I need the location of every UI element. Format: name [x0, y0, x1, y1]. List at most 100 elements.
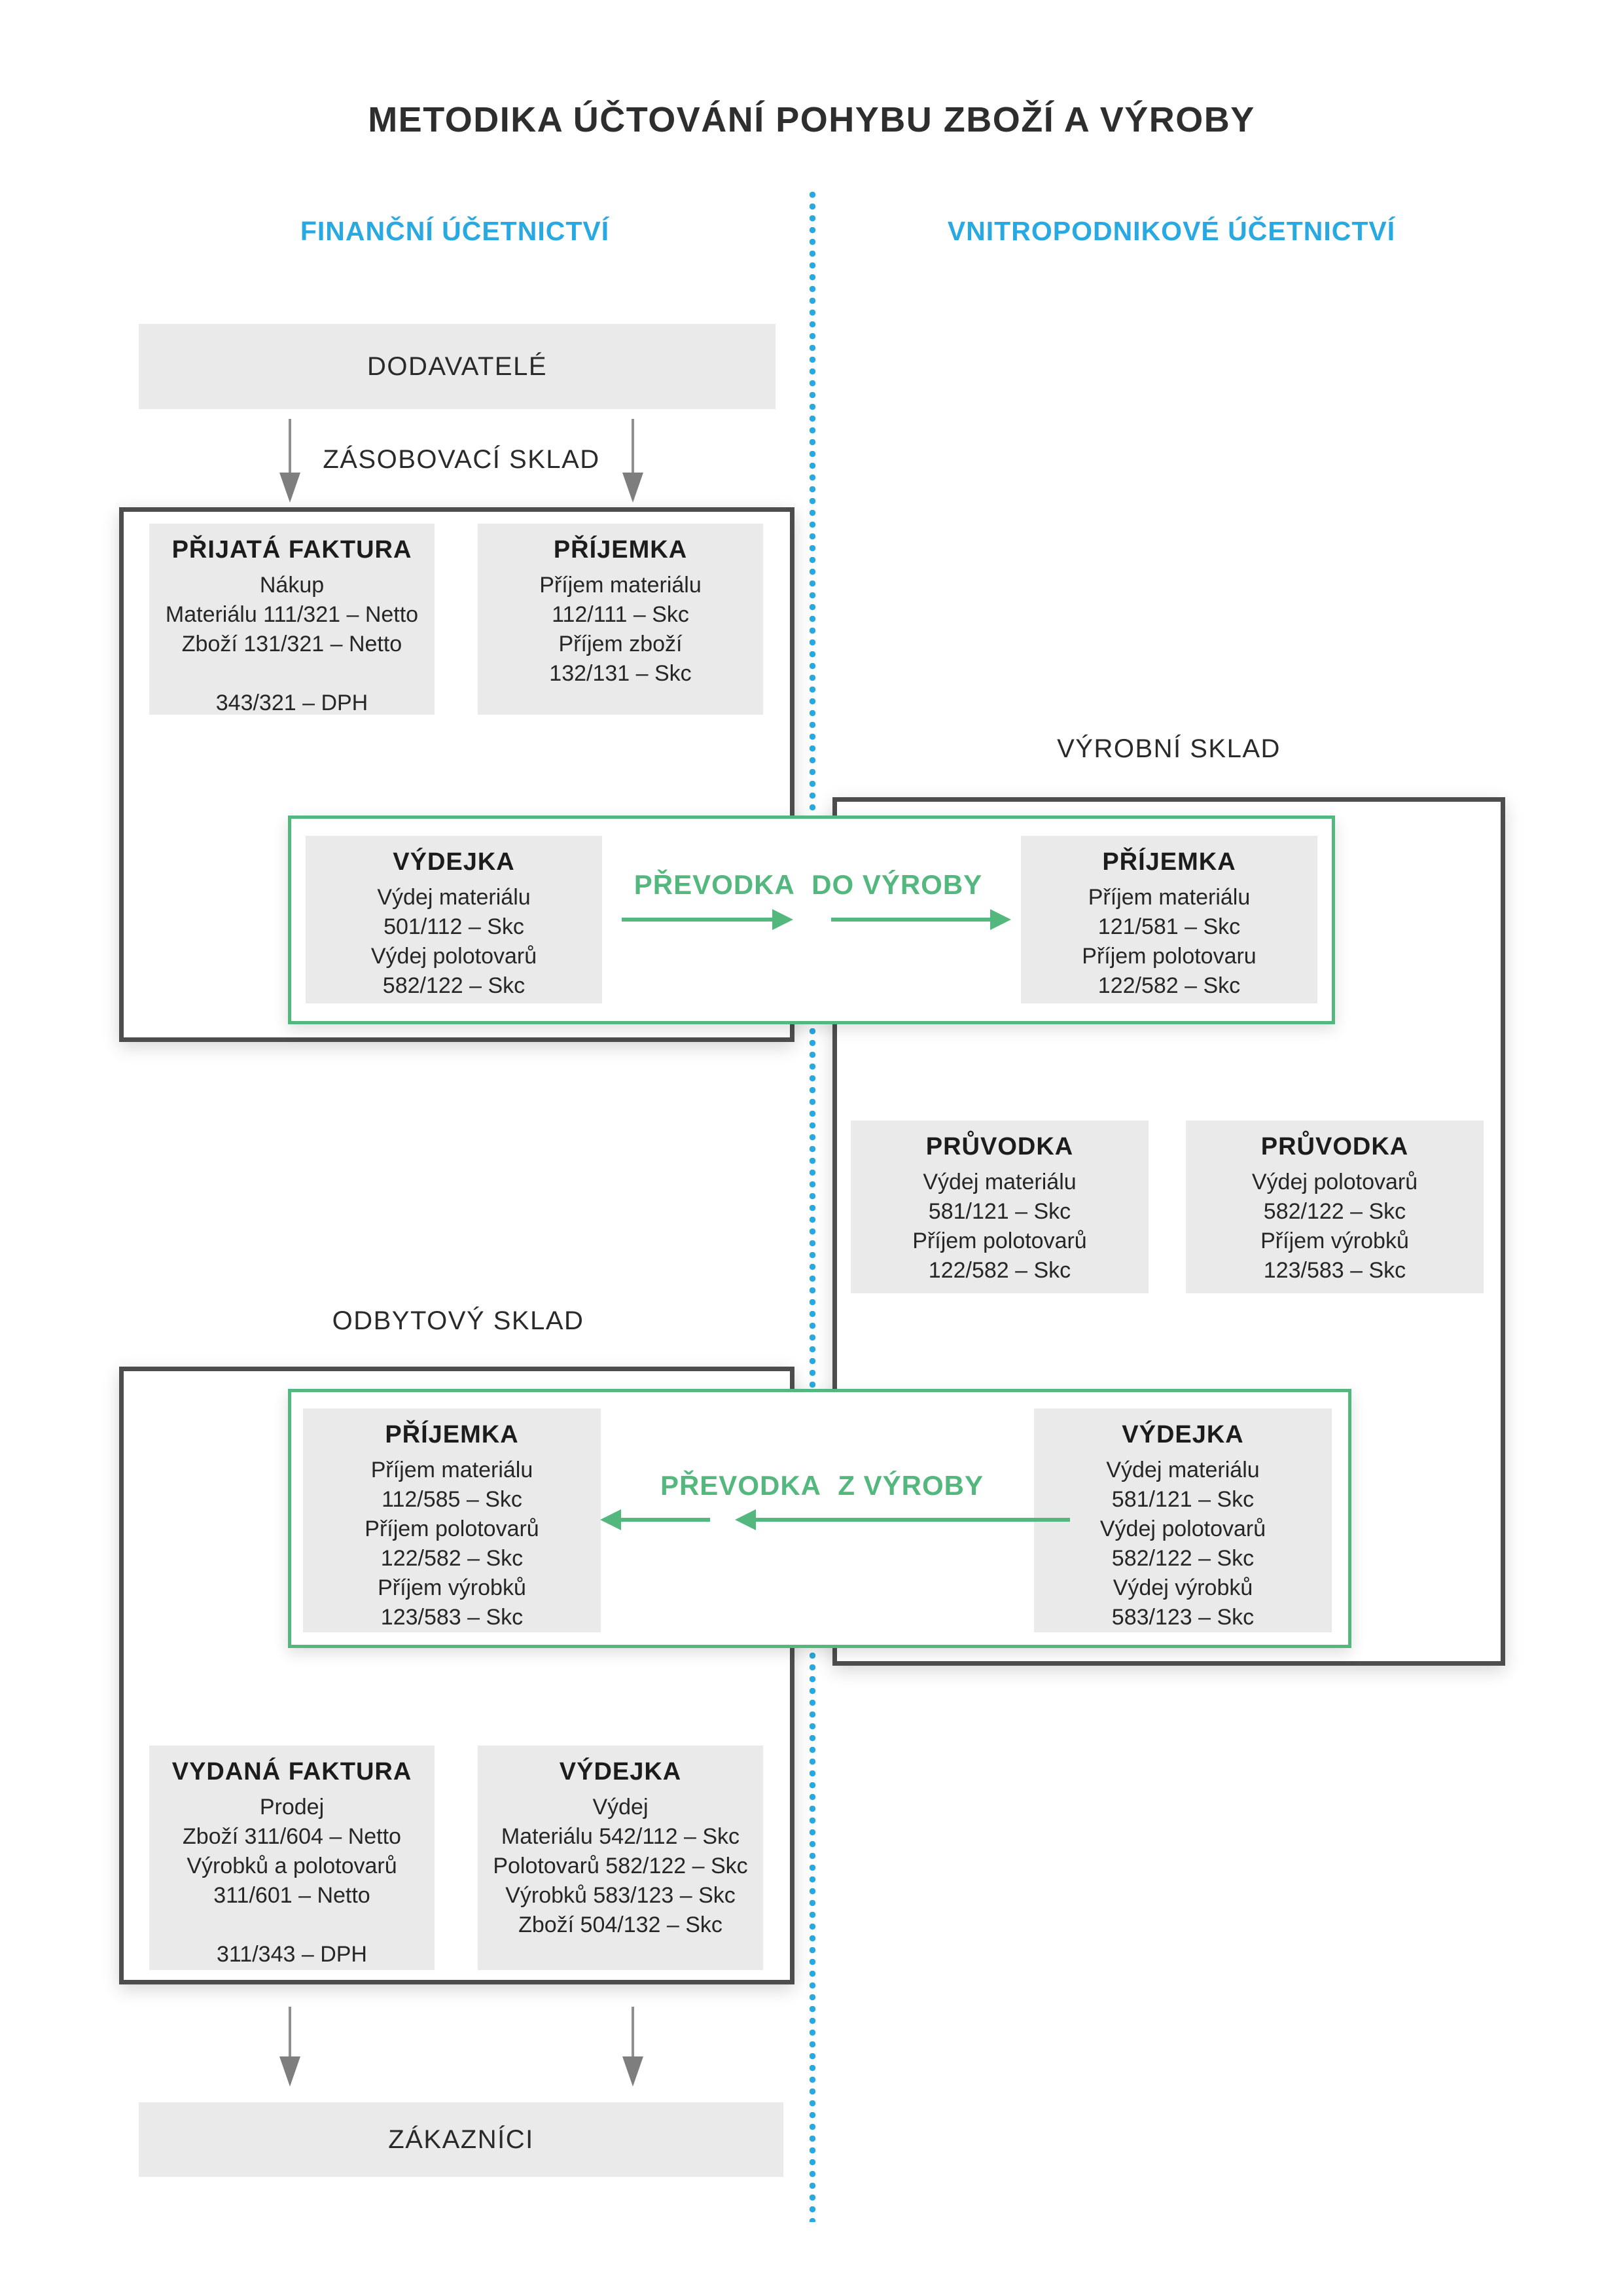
vydejka-z-vyroby-card: VÝDEJKA Výdej materiálu 581/121 – Skc Vý… — [1034, 1408, 1332, 1632]
card-line: 122/582 – Skc — [380, 1546, 524, 1571]
card-line: Materiálu 111/321 – Netto — [165, 602, 419, 627]
card-line: 132/131 – Skc — [549, 661, 692, 686]
odbytovy-sklad-container — [119, 1367, 794, 1984]
down-arrow-icon — [622, 2007, 643, 2087]
card-title: VÝDEJKA — [1122, 1421, 1244, 1448]
prijemka-vyrobni-card: PŘÍJEMKA Příjem materiálu 121/581 – Skc … — [1021, 836, 1317, 1003]
vydana-faktura-card: VYDANÁ FAKTURA Prodej Zboží 311/604 – Ne… — [149, 1746, 435, 1970]
card-line: 582/122 – Skc — [1263, 1199, 1406, 1224]
card-line: Nákup — [259, 573, 325, 598]
arrow-head — [990, 909, 1011, 930]
card-line: Prodej — [259, 1795, 325, 1820]
card-title: PŘÍJEMKA — [553, 536, 688, 564]
card-line — [149, 659, 435, 689]
card-line: 581/121 – Skc — [1111, 1487, 1255, 1512]
card-line: Příjem materiálu — [539, 573, 702, 598]
dodavatele-node: DODAVATELÉ — [139, 324, 776, 409]
vydejka-prodej-card: VÝDEJKA Výdej Materiálu 542/112 – Skc Po… — [478, 1746, 763, 1970]
pruvodka-material-card: PRŮVODKA Výdej materiálu 581/121 – Skc P… — [851, 1121, 1149, 1293]
card-line: 121/581 – Skc — [1097, 914, 1241, 939]
arrow-shaft — [621, 1518, 710, 1522]
card-line: 112/585 – Skc — [382, 1487, 522, 1512]
card-line: Příjem polotovarů — [912, 1229, 1087, 1253]
column-header-financni: FINANČNÍ ÚČETNICTVÍ — [300, 216, 610, 246]
card-line: 311/601 – Netto — [213, 1883, 370, 1908]
dotted-divider-line — [810, 192, 815, 2222]
card-line: Zboží 504/132 – Skc — [518, 1912, 722, 1937]
column-header-vnitropodnikove: VNITROPODNIKOVÉ ÚČETNICTVÍ — [947, 216, 1396, 246]
card-line: 112/111 – Skc — [552, 602, 689, 627]
card-line: Výrobků a polotovarů — [187, 1854, 397, 1878]
zasobovaci-sklad-container — [119, 507, 794, 1042]
arrow-head — [735, 1509, 756, 1530]
odbytovy-sklad-label: ODBYTOVÝ SKLAD — [332, 1306, 584, 1335]
arrow-head — [622, 473, 643, 503]
card-line: Příjem materiálu — [1088, 885, 1251, 910]
card-title: PRŮVODKA — [925, 1133, 1074, 1160]
card-title: PRŮVODKA — [1260, 1133, 1409, 1160]
left-arrow-icon — [600, 1509, 710, 1530]
arrow-shaft — [622, 918, 772, 922]
card-line: Zboží 311/604 – Netto — [183, 1824, 401, 1849]
zasobovaci-sklad-label: ZÁSOBOVACÍ SKLAD — [323, 445, 600, 474]
arrow-shaft — [289, 2007, 291, 2056]
vydejka-do-vyroby-card: VÝDEJKA Výdej materiálu 501/112 – Skc Vý… — [306, 836, 602, 1003]
arrow-head — [622, 2056, 643, 2087]
card-line: 581/121 – Skc — [928, 1199, 1071, 1224]
card-line: Výdej materiálu — [923, 1170, 1077, 1194]
card-title: PŘÍJEMKA — [385, 1421, 519, 1448]
prijata-faktura-card: PŘIJATÁ FAKTURA Nákup Materiálu 111/321 … — [149, 524, 435, 715]
card-line: Výdej výrobků — [1113, 1575, 1253, 1600]
card-title: VYDANÁ FAKTURA — [171, 1758, 412, 1785]
card-line: Výdej polotovarů — [1251, 1170, 1418, 1194]
down-arrow-icon — [279, 2007, 300, 2087]
arrow-shaft — [831, 918, 990, 922]
card-line: 583/123 – Skc — [1111, 1605, 1255, 1630]
card-line: Příjem výrobků — [378, 1575, 526, 1600]
card-line: Příjem zboží — [558, 632, 683, 656]
card-line: Příjem polotovarů — [365, 1516, 539, 1541]
card-line: 122/582 – Skc — [1097, 973, 1241, 998]
card-line: Příjem materiálu — [370, 1458, 533, 1482]
card-title: PŘÍJEMKA — [1102, 848, 1236, 876]
arrow-head — [772, 909, 793, 930]
card-title: VÝDEJKA — [559, 1758, 682, 1785]
card-line: 343/321 – DPH — [215, 691, 368, 715]
prijemka-zasobovaci-card: PŘÍJEMKA Příjem materiálu 112/111 – Skc … — [478, 524, 763, 715]
right-arrow-icon — [831, 909, 1011, 930]
right-arrow-icon — [622, 909, 793, 930]
pruvodka-polotovary-card: PRŮVODKA Výdej polotovarů 582/122 – Skc … — [1186, 1121, 1484, 1293]
card-line: 582/122 – Skc — [1111, 1546, 1255, 1571]
prijemka-odbytovy-card: PŘÍJEMKA Příjem materiálu 112/585 – Skc … — [303, 1408, 601, 1632]
arrow-head — [279, 2056, 300, 2087]
card-line: Výdej polotovarů — [370, 944, 537, 969]
arrow-shaft — [632, 2007, 634, 2056]
card-line: 122/582 – Skc — [928, 1258, 1071, 1283]
down-arrow-icon — [279, 419, 300, 503]
page-title: METODIKA ÚČTOVÁNÍ POHYBU ZBOŽÍ A VÝROBY — [368, 100, 1255, 139]
card-line: 311/343 – DPH — [217, 1942, 367, 1967]
left-arrow-icon — [735, 1509, 1070, 1530]
card-title: VÝDEJKA — [393, 848, 515, 876]
card-line: Výdej — [592, 1795, 649, 1820]
card-line: Výdej polotovarů — [1099, 1516, 1266, 1541]
arrow-head — [279, 473, 300, 503]
card-line: Výdej materiálu — [1106, 1458, 1260, 1482]
card-line: 123/583 – Skc — [1263, 1258, 1406, 1283]
card-line: 582/122 – Skc — [382, 973, 526, 998]
card-line: Příjem polotovaru — [1082, 944, 1257, 969]
card-line: Materiálu 542/112 – Skc — [501, 1824, 740, 1849]
card-line: 501/112 – Skc — [383, 914, 524, 939]
arrow-shaft — [756, 1518, 1070, 1522]
card-line: Příjem výrobků — [1260, 1229, 1409, 1253]
vyrobni-sklad-label: VÝROBNÍ SKLAD — [1057, 734, 1281, 763]
card-line: Výdej materiálu — [377, 885, 531, 910]
card-line: Výrobků 583/123 – Skc — [505, 1883, 736, 1908]
card-line: Zboží 131/321 – Netto — [181, 632, 402, 656]
prevodka-z-vyroby-label: PŘEVODKA Z VÝROBY — [660, 1470, 984, 1501]
arrow-shaft — [289, 419, 291, 473]
card-line: Polotovarů 582/122 – Skc — [493, 1854, 748, 1878]
prevodka-do-vyroby-label: PŘEVODKA DO VÝROBY — [633, 869, 983, 900]
card-line: 123/583 – Skc — [380, 1605, 524, 1630]
